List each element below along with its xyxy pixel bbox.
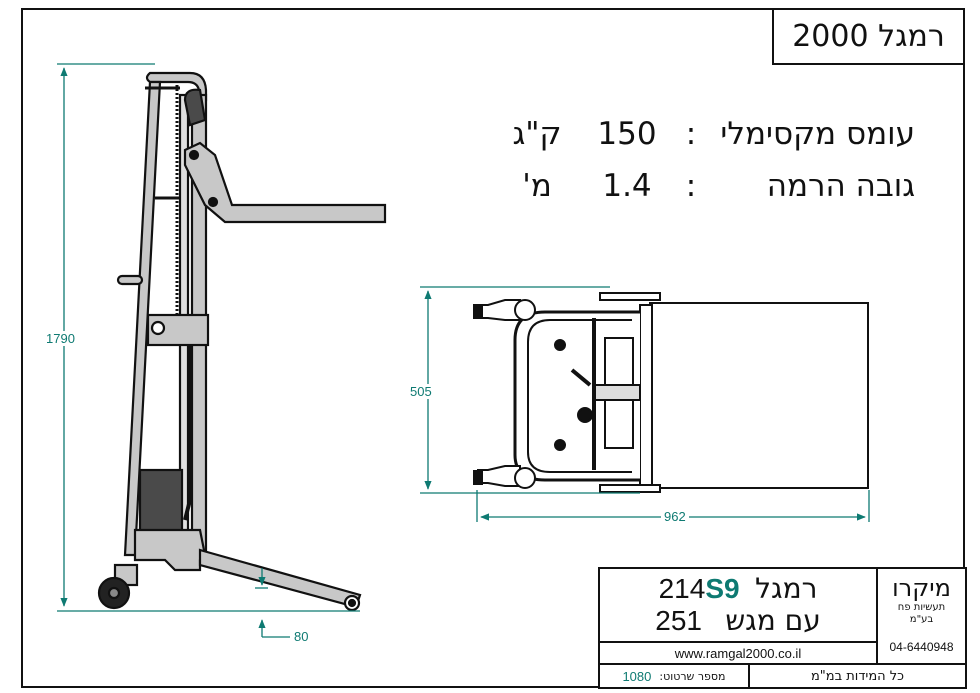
- spec-unit: ק"ג: [512, 116, 562, 152]
- spec-lift-height: גובה הרמה : 1.4 מ': [470, 160, 915, 212]
- drawing-title: רמגל 2000: [772, 8, 965, 65]
- title-block: רמגל 214S9 עם מגש 251 מיקרו תעשיות פח בע…: [598, 567, 967, 689]
- website-link[interactable]: www.ramgal2000.co.il: [674, 645, 802, 661]
- spec-unit: מ': [522, 168, 552, 204]
- drawing-frame: [21, 8, 965, 688]
- specs-block: עומס מקסימלי : 150 ק"ג גובה הרמה : 1.4 מ…: [470, 108, 915, 212]
- company-cell: מיקרו תעשיות פח בע"מ: [892, 573, 951, 625]
- top-view: [473, 292, 869, 493]
- dim-length: 962: [661, 509, 689, 524]
- spec-value: 150: [597, 116, 657, 152]
- units-note-cell: כל המידות במ"מ: [810, 668, 905, 684]
- dim-height: 1790: [46, 331, 75, 346]
- side-view: [97, 71, 387, 612]
- spec-label: עומס מקסימלי: [720, 116, 915, 152]
- spec-max-load: עומס מקסימלי : 150 ק"ג: [470, 108, 915, 160]
- spec-value: 1.4: [602, 168, 652, 204]
- spec-label: גובה הרמה: [766, 168, 915, 204]
- website-cell: www.ramgal2000.co.il: [600, 643, 878, 665]
- model-cell: רמגל 214S9 עם מגש 251: [600, 569, 878, 643]
- variant-line: עם מגש 251: [655, 604, 821, 637]
- drawing-number-cell: 1080 מספר שרטוט:: [600, 665, 750, 687]
- phone-cell: 04-6440948: [878, 630, 965, 665]
- dim-width: 505: [410, 384, 432, 399]
- model-line: רמגל 214S9: [658, 572, 818, 605]
- dim-ground-clearance: 80: [294, 629, 309, 644]
